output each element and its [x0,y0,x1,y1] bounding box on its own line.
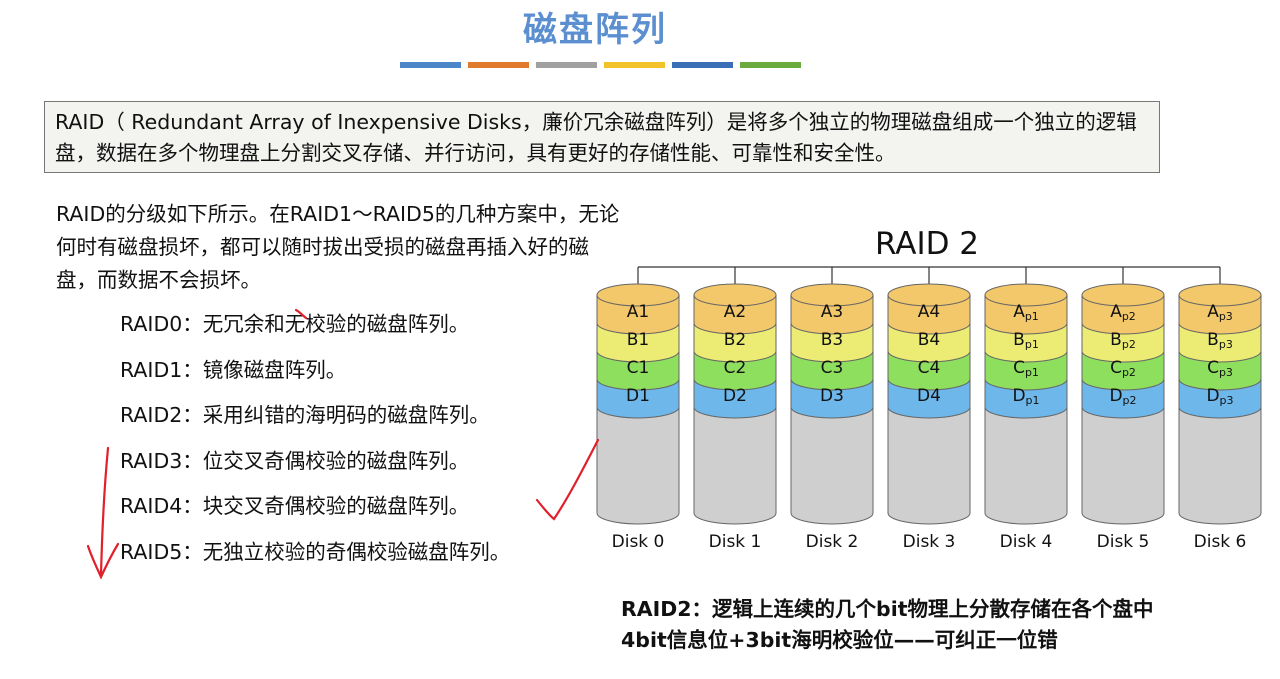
disk-block-label: B2 [724,330,747,350]
disk-block-label: D1 [626,386,650,406]
disk-block-label: B4 [918,330,941,350]
raid-definition-box: RAID（ Redundant Array of Inexpensive Dis… [44,101,1160,173]
tick-mark [294,308,308,320]
raid-level-item: RAID4：块交叉奇偶校验的磁盘阵列。 [120,494,470,518]
disk-top-cap [1178,283,1262,307]
raid2-diagram-title: RAID 2 [875,226,979,262]
handwritten-annotations [86,308,600,580]
disk-top-cap [1081,283,1165,307]
disk-block-label: Ap2 [1110,302,1136,323]
disk-block-label: A4 [918,302,940,322]
accent-bar [740,62,801,68]
raid2-note-line: RAID2：逻辑上连续的几个bit物理上分散存储在各个盘中 [621,597,1154,621]
raid-level-item: RAID2：采用纠错的海明码的磁盘阵列。 [120,403,490,427]
page-title: 磁盘阵列 [523,10,667,50]
disk-top-cap [984,283,1068,307]
raid-level-item: RAID0：无冗余和无校验的磁盘阵列。 [120,312,470,336]
disk-body [693,406,777,525]
disk-block-label: Cp3 [1207,358,1233,379]
raid2-note-line: 4bit信息位+3bit海明校验位——可纠正一位错 [621,628,1058,652]
disk-block-label: A3 [821,302,843,322]
disk-block-label: Dp1 [1012,386,1039,407]
disk-block-label: C3 [821,358,844,378]
raid2-note: RAID2：逻辑上连续的几个bit物理上分散存储在各个盘中 4bit信息位+3b… [621,594,1271,656]
title-accent-bars [400,62,808,68]
disk-label: Disk 3 [903,532,956,552]
disk-block-label: Dp2 [1109,386,1136,407]
disk-top-cap [790,283,874,307]
disk-block-label: Bp3 [1207,330,1233,351]
disk-top-cap [596,283,680,307]
disk-label: Disk 5 [1097,532,1150,552]
accent-bar [604,62,665,68]
disk-block-label: D2 [723,386,747,406]
raid-definition-text: RAID（ Redundant Array of Inexpensive Dis… [55,110,1137,165]
accent-bar [672,62,733,68]
disk-body [984,406,1068,525]
disk-body [790,406,874,525]
disk-block-label: Bp1 [1013,330,1039,351]
disk-label: Disk 4 [1000,532,1053,552]
disk-block-label: Dp3 [1206,386,1233,407]
disk-label: Disk 2 [806,532,859,552]
disk-block-label: D4 [917,386,941,406]
disk-bus-lines [637,266,1221,284]
raid-level-item: RAID3：位交叉奇偶校验的磁盘阵列。 [120,448,470,473]
accent-bar [468,62,529,68]
disk-block-label: D3 [820,386,844,406]
disk-block-label: A1 [627,302,649,322]
raid-intro-text: RAID的分级如下所示。在RAID1～RAID5的几种方案中，无论何时有磁盘损坏… [56,202,620,292]
disk-block-label: A2 [724,302,746,322]
down-arrow-stroke [99,446,110,577]
disk-body [1178,406,1262,525]
disk-block-label: C2 [724,358,747,378]
raid-level-list: RAID0：无冗余和无校验的磁盘阵列。 RAID1：镜像磁盘阵列。 RAID2：… [120,302,510,575]
disk-block-label: Ap3 [1207,302,1233,323]
disk-block-label: Ap1 [1013,302,1039,323]
disk-body [1081,406,1165,525]
accent-bar [536,62,597,68]
disk-block-label: B3 [821,330,844,350]
disk-block-label: C1 [627,358,650,378]
disk-label: Disk 0 [612,532,665,552]
check-mark [535,438,600,521]
disk-body [887,406,971,525]
disk-block-label: C4 [918,358,941,378]
disk-block-label: Cp1 [1013,358,1039,379]
down-arrow-head [86,542,120,580]
disk-top-cap [887,283,971,307]
disk-block-label: Cp2 [1110,358,1136,379]
disk-block-label: Bp2 [1110,330,1136,351]
raid-level-item: RAID5：无独立校验的奇偶校验磁盘阵列。 [120,539,511,564]
disk-body [596,406,680,525]
accent-bar [400,62,461,68]
disk-label: Disk 1 [709,532,762,552]
disk-block-label: B1 [627,330,650,350]
disk-top-cap [693,283,777,307]
disk-label: Disk 6 [1194,532,1247,552]
raid-level-item: RAID1：镜像磁盘阵列。 [120,357,347,382]
